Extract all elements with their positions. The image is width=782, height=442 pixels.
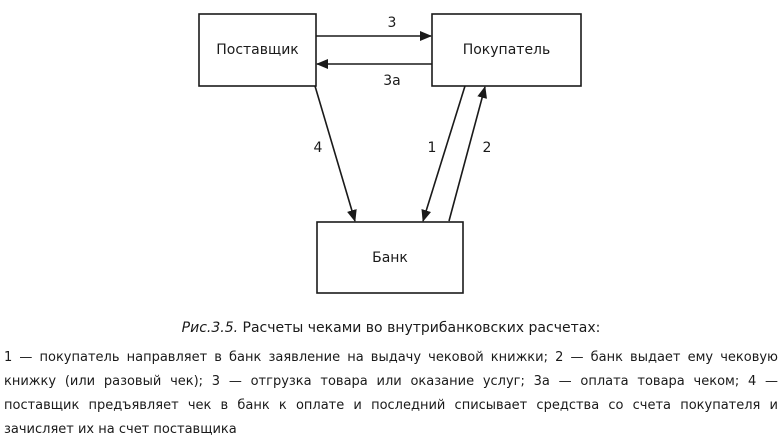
- edge-3a: 3а: [316, 59, 432, 89]
- edge-3-label: 3: [388, 15, 397, 31]
- figure-legend: 1 — покупатель направляет в банк заявлен…: [4, 350, 778, 437]
- node-supplier-label: Поставщик: [216, 42, 299, 58]
- edge-2-arrow: [448, 86, 487, 222]
- edge-4-label: 4: [314, 140, 323, 156]
- node-buyer-label: Покупатель: [463, 42, 551, 58]
- edge-2: 2: [448, 86, 492, 222]
- edge-2-label: 2: [483, 140, 492, 156]
- node-supplier: Поставщик: [198, 13, 317, 87]
- settlement-diagram: Поставщик Покупатель Банк 3 3а 4 1 2: [198, 13, 582, 294]
- edge-1-label: 1: [428, 140, 437, 156]
- node-buyer-box: [431, 13, 582, 87]
- figure-caption: Рис.3.5. Расчеты чеками во внутрибанковс…: [0, 319, 782, 337]
- node-supplier-box: [198, 13, 317, 87]
- node-bank-label: Банк: [372, 250, 408, 266]
- edge-1-arrow: [421, 85, 466, 222]
- node-bank-box: [316, 221, 464, 294]
- figure-caption-number: Рис.3.5.: [181, 320, 239, 336]
- edge-1: 1: [421, 85, 466, 222]
- edge-3: 3: [316, 15, 432, 41]
- node-bank: Банк: [316, 221, 464, 294]
- edge-3a-label: 3а: [383, 73, 401, 89]
- edge-4-arrow: [314, 85, 357, 222]
- edge-4: 4: [314, 85, 357, 222]
- node-buyer: Покупатель: [431, 13, 582, 87]
- figure-caption-text: Расчеты чеками во внутрибанковских расче…: [242, 320, 601, 336]
